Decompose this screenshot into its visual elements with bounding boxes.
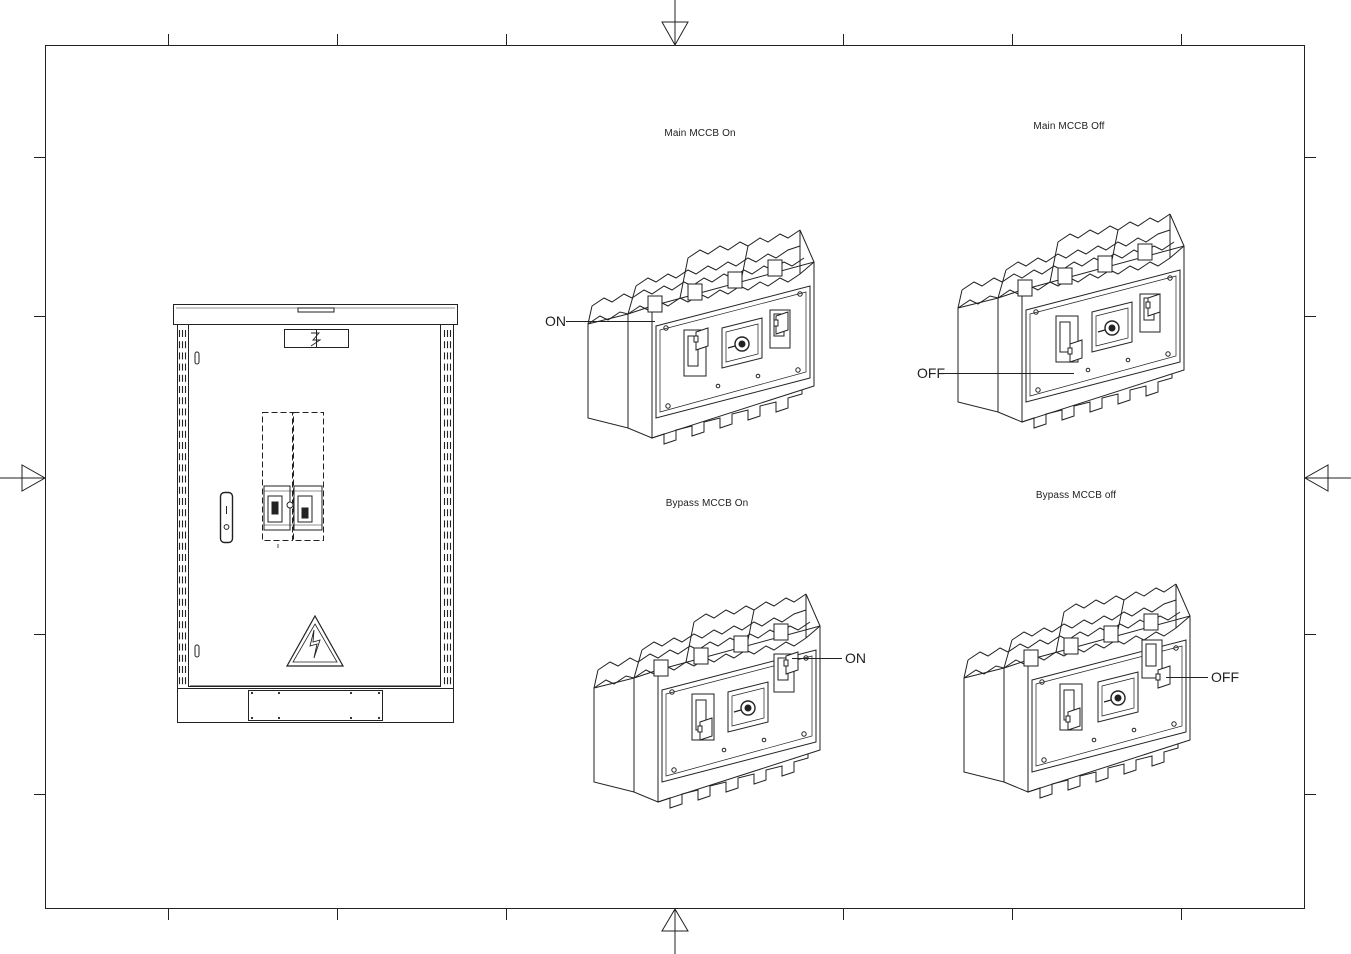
callout-bypass-on: ON [845,650,866,666]
callout-main-off: OFF [917,365,945,381]
panel-title-bypass-mccb-on: Bypass MCCB On [665,498,749,509]
panel-bypass-mccb-on [593,593,842,809]
panel-main-mccb-on [566,229,815,445]
panel-title-bypass-mccb-off: Bypass MCCB off [1035,490,1117,501]
callout-bypass-off: OFF [1211,669,1239,685]
callout-main-on: ON [545,313,566,329]
cabinet-elevation [173,304,458,723]
panel-title-main-mccb-on: Main MCCB On [664,128,736,139]
panel-title-main-mccb-off: Main MCCB Off [1033,121,1105,132]
panel-bypass-mccb-off [963,583,1208,799]
panel-main-mccb-off [942,213,1185,429]
